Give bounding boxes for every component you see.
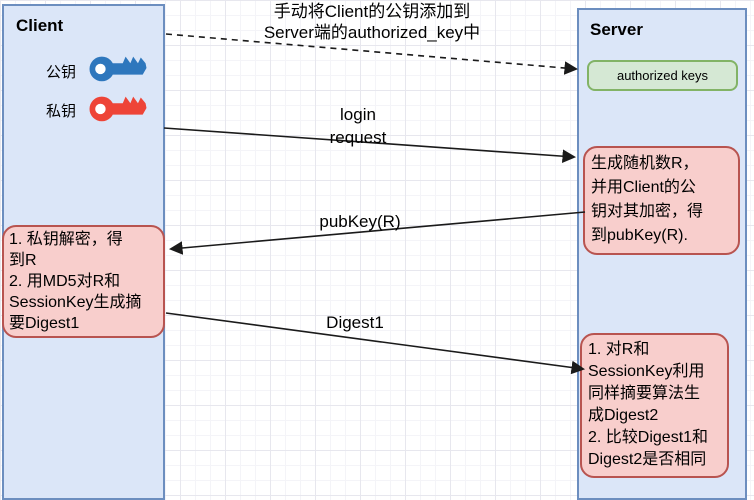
digest1-message-label: Digest1 bbox=[326, 313, 384, 332]
client-note-decrypt: 1. 私钥解密，得 到R 2. 用MD5对R和 SessionKey生成摘 要D… bbox=[2, 225, 165, 338]
public-key-label: 公钥 bbox=[46, 64, 77, 81]
server-note-generate-r: 生成随机数R， 并用Client的公 钥对其加密，得 到pubKey(R). bbox=[583, 146, 740, 255]
authorized-keys-box: authorized keys bbox=[587, 60, 738, 91]
public-key-icon bbox=[89, 56, 147, 82]
client-title: Client bbox=[16, 16, 64, 35]
private-key-label: 私钥 bbox=[46, 103, 77, 120]
server-note-verify: 1. 对R和 SessionKey利用 同样摘要算法生 成Digest2 2. … bbox=[580, 333, 729, 478]
manual-copy-note: 手动将Client的公钥添加到 Server端的authorized_key中 bbox=[263, 2, 481, 42]
server-title: Server bbox=[590, 20, 643, 39]
login-request-label: login request bbox=[329, 105, 387, 147]
authorized-keys-label: authorized keys bbox=[616, 68, 709, 83]
private-key-icon bbox=[89, 96, 147, 122]
pubkey-message-label: pubKey(R) bbox=[319, 212, 401, 231]
